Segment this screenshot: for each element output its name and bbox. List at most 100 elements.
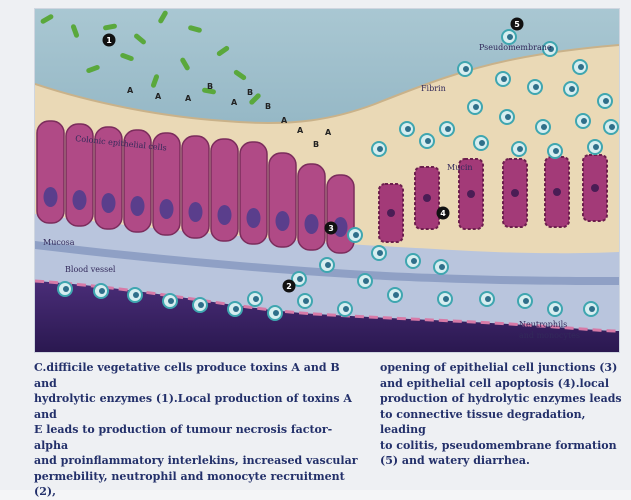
toxin-b-label: B	[313, 140, 319, 149]
cell-nucleus	[102, 193, 116, 213]
caption: C.difficile vegetative cells produce tox…	[34, 360, 624, 480]
toxin-a-label: A	[297, 126, 304, 135]
label-and-monocytes: and monocytes	[519, 331, 580, 340]
step-marker-3-label: 3	[328, 224, 334, 233]
epithelial-cell	[37, 121, 64, 223]
label-mucosa: Mucosa	[43, 238, 75, 247]
toxin-a-label: A	[127, 86, 134, 95]
neutrophil-nucleus	[541, 124, 547, 130]
cell-nucleus	[247, 208, 261, 228]
neutrophil-nucleus	[533, 84, 539, 90]
neutrophil-nucleus	[553, 306, 559, 312]
cell-nucleus	[276, 211, 290, 231]
neutrophil-nucleus	[253, 296, 259, 302]
neutrophil-nucleus	[569, 86, 575, 92]
neutrophil-nucleus	[405, 126, 411, 132]
cell-nucleus	[73, 190, 87, 210]
caption-line: and epithelial cell apoptosis (4).local	[380, 376, 630, 392]
caption-line: hydrolytic enzymes (1).Local production …	[34, 391, 364, 422]
neutrophil-nucleus	[445, 126, 451, 132]
cell-nucleus	[44, 187, 58, 207]
neutrophil-nucleus	[593, 144, 599, 150]
step-marker-2-label: 2	[286, 282, 292, 291]
neutrophil-nucleus	[233, 306, 239, 312]
toxin-a-label: A	[325, 128, 332, 137]
caption-line: C.difficile vegetative cells produce tox…	[34, 360, 364, 391]
caption-line: to connective tissue degradation, leadin…	[380, 407, 630, 438]
neutrophil-nucleus	[198, 302, 204, 308]
neutrophil-nucleus	[377, 146, 383, 152]
neutrophil-nucleus	[479, 140, 485, 146]
cell-nucleus	[305, 214, 319, 234]
fragmented-nucleus	[553, 188, 561, 196]
neutrophil-nucleus	[325, 262, 331, 268]
fragmented-nucleus	[423, 194, 431, 202]
epithelial-cell	[298, 164, 325, 250]
cell-nucleus	[131, 196, 145, 216]
neutrophil-nucleus	[353, 232, 359, 238]
neutrophil-nucleus	[485, 296, 491, 302]
neutrophil-nucleus	[463, 66, 469, 72]
label-fibrin: Fibrin	[421, 84, 446, 93]
neutrophil-nucleus	[505, 114, 511, 120]
neutrophil-nucleus	[609, 124, 615, 130]
neutrophil-nucleus	[343, 306, 349, 312]
caption-left-column: C.difficile vegetative cells produce tox…	[34, 360, 364, 500]
neutrophil-nucleus	[578, 64, 584, 70]
label-mucin: Mucin	[447, 163, 473, 172]
neutrophil-nucleus	[377, 250, 383, 256]
neutrophil-nucleus	[501, 76, 507, 82]
caption-right-column: opening of epithelial cell junctions (3)…	[380, 360, 630, 469]
step-marker-4-label: 4	[440, 209, 446, 218]
caption-line: production of hydrolytic enzymes leads	[380, 391, 630, 407]
label-neutrophils: Neutrophils	[519, 320, 567, 329]
neutrophil-nucleus	[581, 118, 587, 124]
cell-nucleus	[160, 199, 174, 219]
toxin-b-label: B	[247, 88, 253, 97]
epithelial-cell	[269, 153, 296, 247]
toxin-a-label: A	[281, 116, 288, 125]
neutrophil-nucleus	[411, 258, 417, 264]
neutrophil-nucleus	[297, 276, 303, 282]
neutrophil-nucleus	[63, 286, 69, 292]
fragmented-nucleus	[591, 184, 599, 192]
toxin-a-label: A	[155, 92, 162, 101]
toxin-a-label: A	[185, 94, 192, 103]
neutrophil-nucleus	[303, 298, 309, 304]
neutrophil-nucleus	[517, 146, 523, 152]
fragmented-nucleus	[467, 190, 475, 198]
toxin-b-label: B	[207, 82, 213, 91]
neutrophil-nucleus	[99, 288, 105, 294]
caption-line: opening of epithelial cell junctions (3)	[380, 360, 630, 376]
neutrophil-nucleus	[363, 278, 369, 284]
fragmented-nucleus	[387, 209, 395, 217]
neutrophil-nucleus	[273, 310, 279, 316]
step-marker-5-label: 5	[514, 20, 520, 29]
caption-line: and proinflammatory interlekins, increas…	[34, 453, 364, 469]
toxin-a-label: A	[231, 98, 238, 107]
neutrophil-nucleus	[523, 298, 529, 304]
neutrophil-nucleus	[603, 98, 609, 104]
neutrophil-nucleus	[473, 104, 479, 110]
epithelial-cell	[211, 139, 238, 241]
caption-line: to colitis, pseudomembrane formation	[380, 438, 630, 454]
neutrophil-nucleus	[443, 296, 449, 302]
neutrophil-nucleus	[439, 264, 445, 270]
neutrophil-nucleus	[425, 138, 431, 144]
caption-line: E leads to production of tumour necrosis…	[34, 422, 364, 453]
neutrophil-nucleus	[553, 148, 559, 154]
neutrophil-nucleus	[393, 292, 399, 298]
step-marker-1-label: 1	[106, 36, 112, 45]
label-blood-vessel: Blood vessel	[65, 265, 116, 274]
caption-line: permebility, neutrophil and monocyte rec…	[34, 469, 364, 500]
cell-nucleus	[189, 202, 203, 222]
cell-nucleus	[218, 205, 232, 225]
neutrophil-nucleus	[589, 306, 595, 312]
label-pseudomembrane: Pseudomembrane	[479, 43, 552, 52]
caption-line: (5) and watery diarrhea.	[380, 453, 630, 469]
epithelial-cell	[240, 142, 267, 244]
neutrophil-nucleus	[133, 292, 139, 298]
neutrophil-nucleus	[168, 298, 174, 304]
